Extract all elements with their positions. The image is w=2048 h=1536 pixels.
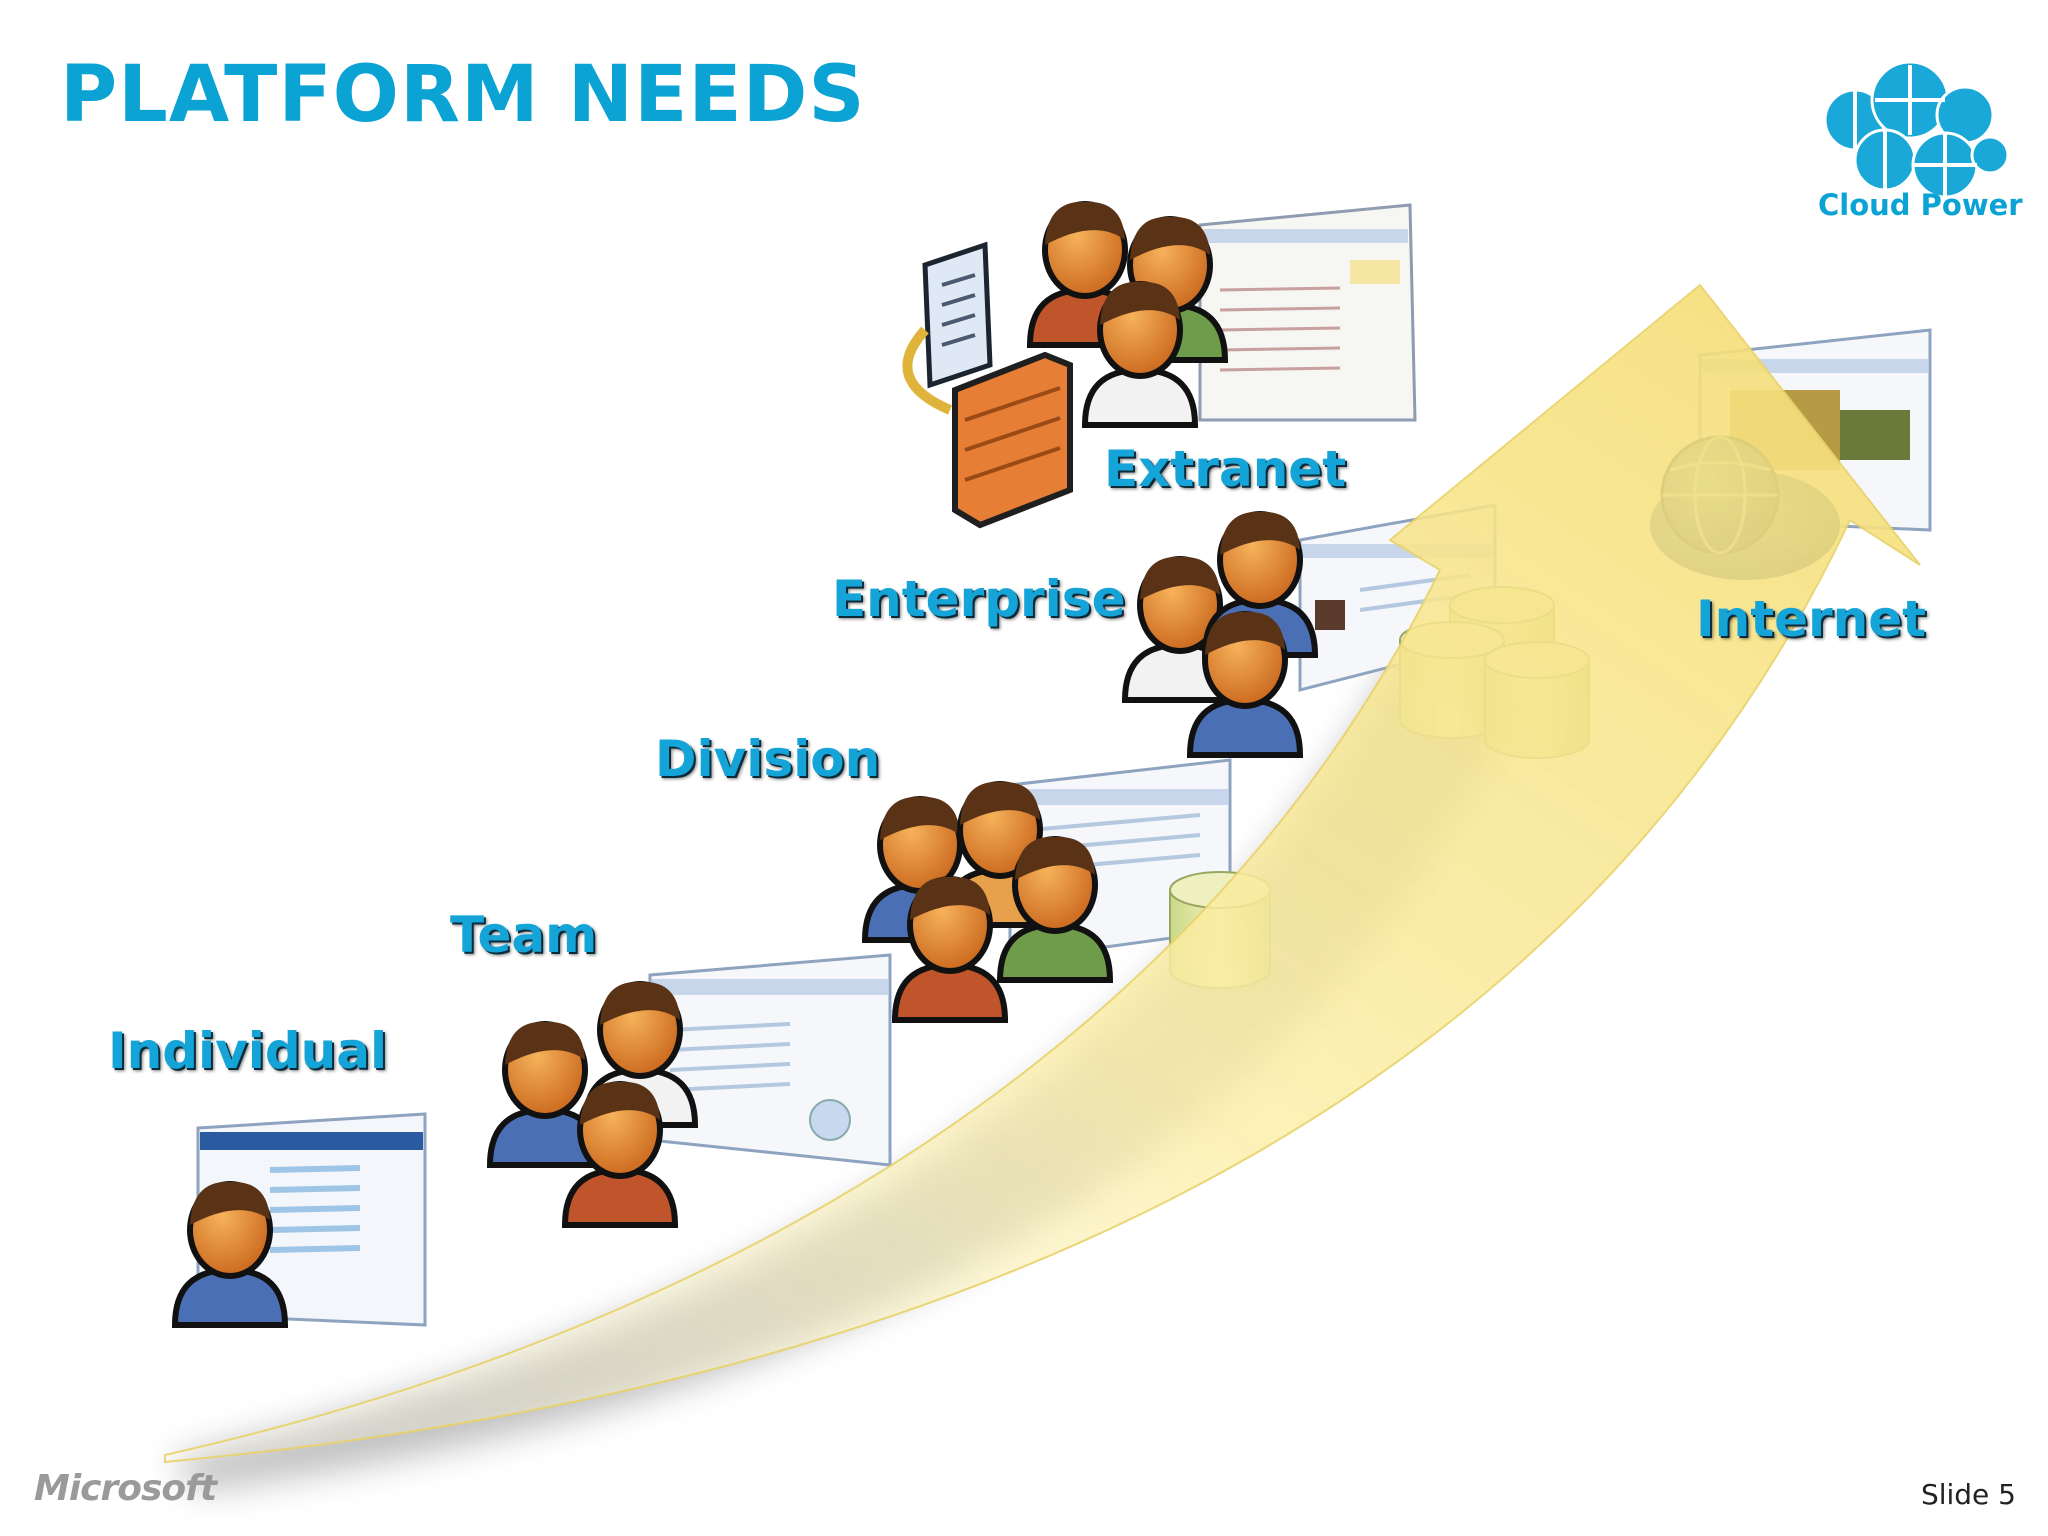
person-icon xyxy=(1186,611,1304,758)
person-icon xyxy=(1081,281,1199,428)
browser-window-icon xyxy=(648,953,892,1167)
stage-label-enterprise: Enterprise xyxy=(832,570,1126,628)
stage-label-division: Division xyxy=(655,730,881,788)
person-icon xyxy=(171,1181,289,1328)
microsoft-logo: Microsoft xyxy=(34,1468,217,1509)
stage-label-team: Team xyxy=(450,906,598,964)
person-icon xyxy=(561,1081,679,1228)
firewall-icon xyxy=(952,351,1073,529)
person-icon xyxy=(996,836,1114,983)
browser-window-icon xyxy=(1198,203,1417,422)
stage-label-individual: Individual xyxy=(108,1022,388,1080)
growth-arrow-icon xyxy=(164,283,1921,1464)
stage-label-extranet: Extranet xyxy=(1104,440,1347,498)
cloud-logo-icon xyxy=(1823,60,2010,199)
slide-title: PLATFORM NEEDS xyxy=(60,50,866,140)
document-icon xyxy=(902,241,993,415)
person-icon xyxy=(486,1021,604,1168)
logo-text: Cloud Power xyxy=(1818,188,2023,222)
slide-number: Slide 5 xyxy=(1920,1478,2016,1511)
person-icon xyxy=(891,876,1009,1023)
stage-label-internet: Internet xyxy=(1696,590,1927,648)
